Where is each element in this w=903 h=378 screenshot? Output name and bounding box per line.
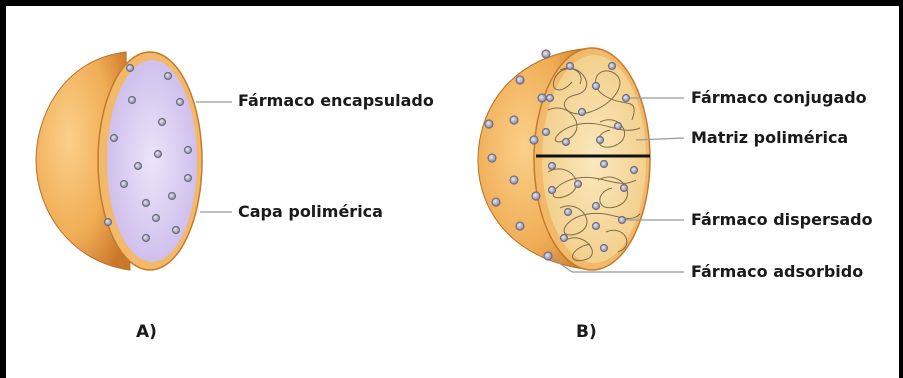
capsule-interior xyxy=(107,60,197,262)
capsule-nanoparticle xyxy=(35,51,232,271)
label-polymer-layer: Capa polimérica xyxy=(238,202,383,221)
encapsulated-drug-particles xyxy=(103,63,193,243)
dispersed-drug-particles xyxy=(541,61,639,253)
adsorbed-drug-particles xyxy=(484,49,553,261)
label-adsorbed-drug: Fármaco adsorbido xyxy=(691,262,864,281)
label-dispersed-drug: Fármaco dispersado xyxy=(691,210,873,229)
panel-b-label: B) xyxy=(576,322,597,342)
label-conjugated-drug: Fármaco conjugado xyxy=(691,88,867,107)
panel-a-label: A) xyxy=(136,322,157,342)
leader-matrix xyxy=(635,137,685,141)
label-encapsulated-drug: Fármaco encapsulado xyxy=(238,91,434,110)
matrix-nanoparticle xyxy=(477,47,685,273)
label-polymer-matrix: Matriz polimérica xyxy=(691,128,849,147)
leader-adsorbed xyxy=(551,257,573,273)
